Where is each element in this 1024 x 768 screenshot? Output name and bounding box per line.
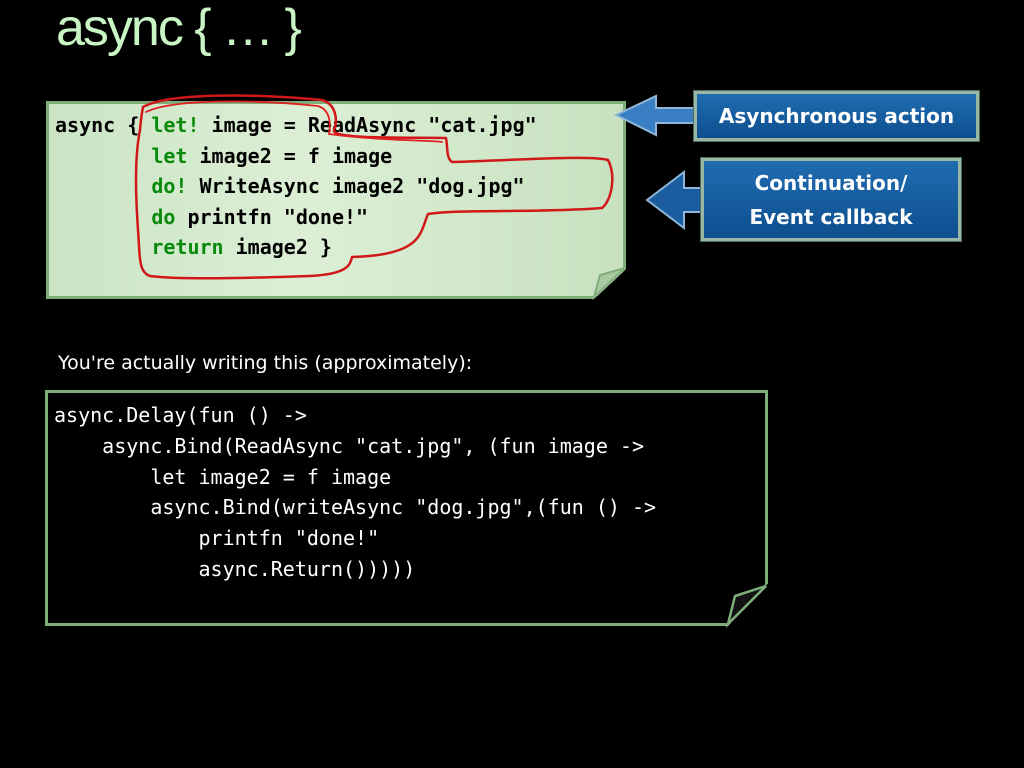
- code-line-5: printfn "done!": [54, 526, 380, 551]
- code-line-3: let image2 = f image: [54, 464, 392, 489]
- keyword-token: let: [151, 143, 188, 168]
- code-line-2: async.Bind(ReadAsync "cat.jpg", (fun ima…: [54, 433, 645, 458]
- keyword-token: do!: [151, 174, 188, 198]
- callout-continuation: Continuation/ Event callback: [700, 157, 962, 242]
- code-token: [55, 144, 151, 168]
- code-line-1: async { let! image = ReadAsync "cat.jpg": [55, 113, 537, 137]
- callout-async-action: Asynchronous action: [693, 90, 980, 142]
- keyword-token: return: [151, 235, 224, 259]
- code-token: image2 = f image: [187, 143, 393, 168]
- code-token: image2 }: [223, 235, 332, 259]
- arrow-continuation: [645, 169, 705, 231]
- code-line-3: do! WriteAsync image2 "dog.jpg": [55, 174, 525, 198]
- code-line-5: return image2 }: [55, 235, 332, 259]
- keyword-token: do: [151, 204, 176, 229]
- code-line-4: async.Bind(writeAsync "dog.jpg",(fun () …: [54, 495, 657, 520]
- slide-title: async { … }: [56, 0, 302, 57]
- code-line-6: async.Return())))): [54, 556, 416, 581]
- code-token: [55, 235, 151, 259]
- code-line-1: async.Delay(fun () ->: [54, 403, 307, 427]
- code-line-2: let image2 = f image: [55, 144, 392, 168]
- bottom-code-block: async.Delay(fun () -> async.Bind(ReadAsy…: [54, 400, 656, 585]
- code-token: [55, 205, 151, 229]
- keyword-token: let!: [151, 113, 200, 137]
- code-token: async {: [55, 113, 152, 137]
- bottom-code-note: async.Delay(fun () -> async.Bind(ReadAsy…: [45, 390, 768, 626]
- code-token: image = ReadAsync "cat.jpg": [199, 113, 537, 137]
- code-token: [55, 174, 151, 198]
- code-token: printfn "done!": [175, 204, 369, 229]
- code-token: WriteAsync image2 "dog.jpg": [187, 174, 525, 198]
- caption-text: You're actually writing this (approximat…: [58, 352, 473, 374]
- arrow-async-action: [613, 94, 697, 137]
- code-line-4: do printfn "done!": [55, 205, 368, 229]
- top-code-block: async { let! image = ReadAsync "cat.jpg"…: [55, 110, 537, 263]
- top-code-note: async { let! image = ReadAsync "cat.jpg"…: [46, 101, 626, 299]
